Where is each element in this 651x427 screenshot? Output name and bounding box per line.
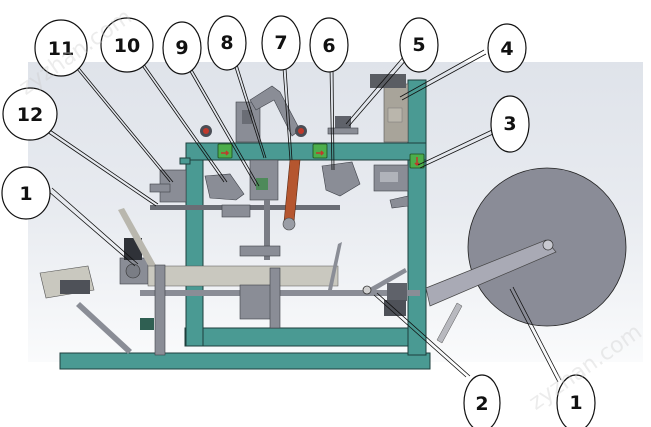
callout-label: 8 xyxy=(220,32,233,54)
leader-9 xyxy=(187,67,260,187)
callout-label: 6 xyxy=(322,35,335,57)
green-motor xyxy=(140,318,154,330)
leader-7 xyxy=(282,67,293,161)
callout-12: 12 xyxy=(2,87,58,141)
center-column xyxy=(264,200,270,260)
callout-1-left: 1 xyxy=(1,166,51,220)
top-motor xyxy=(335,116,351,130)
tension-arm xyxy=(366,268,407,294)
leader-10 xyxy=(137,59,228,183)
gearbox-window xyxy=(242,110,252,124)
left-motor xyxy=(60,280,90,294)
lower-assembly xyxy=(39,208,420,356)
callout-10: 10 xyxy=(100,17,154,73)
crossbeam-end xyxy=(179,157,191,165)
callout-label: 1 xyxy=(569,392,582,414)
leader-6 xyxy=(329,67,335,171)
callout-8: 8 xyxy=(207,15,247,71)
upper-mechanism xyxy=(200,74,409,143)
leader-5 xyxy=(345,55,408,127)
leader-3 xyxy=(417,129,494,169)
lower-strut xyxy=(76,302,132,354)
reel-arm xyxy=(425,239,557,307)
callout-9: 9 xyxy=(162,21,202,75)
leader-4 xyxy=(399,49,487,101)
direction-marker-2 xyxy=(312,143,328,159)
tension-arm-pivot xyxy=(362,285,372,295)
callout-label: 3 xyxy=(503,113,516,135)
leader-1b xyxy=(509,286,562,383)
gear-motor xyxy=(387,283,407,301)
conveyor-bed xyxy=(147,265,339,287)
left-clamp-mechanism xyxy=(204,173,245,201)
leader-lines xyxy=(46,49,562,383)
callout-label: 4 xyxy=(500,38,513,60)
right-clamp-mechanism xyxy=(321,161,361,197)
leader-8 xyxy=(231,57,267,159)
callout-7: 7 xyxy=(261,15,301,71)
drive-belt xyxy=(283,159,301,223)
callout-label: 1 xyxy=(19,183,32,205)
unwind-assembly xyxy=(362,167,627,344)
callout-5: 5 xyxy=(399,17,439,73)
leader-1a xyxy=(47,187,139,267)
callout-label: 11 xyxy=(48,38,74,60)
callout-11: 11 xyxy=(34,19,88,77)
leader-11 xyxy=(71,62,174,183)
callout-1-right: 1 xyxy=(556,374,596,427)
callout-2: 2 xyxy=(463,374,501,427)
base-beam-bottom xyxy=(59,352,431,370)
frame-column-left xyxy=(185,145,204,347)
callout-label: 2 xyxy=(475,393,488,415)
callout-6: 6 xyxy=(309,17,349,73)
tilted-rod xyxy=(118,208,162,280)
leader-12 xyxy=(46,129,159,207)
pneumatic-cylinder xyxy=(436,302,463,344)
base-beam-upper xyxy=(184,327,426,347)
direction-marker-1 xyxy=(217,143,233,159)
leader-2 xyxy=(373,292,471,378)
callout-4: 4 xyxy=(487,23,527,73)
callout-label: 5 xyxy=(412,34,425,56)
mid-mechanism xyxy=(149,159,409,260)
direction-markers xyxy=(217,143,425,169)
callouts: 1 1 2 3 4 5 6 xyxy=(1,15,596,427)
frame-column-right xyxy=(407,79,427,356)
top-crossbeam xyxy=(185,142,427,161)
callout-label: 7 xyxy=(274,32,287,54)
direction-marker-3 xyxy=(409,153,425,169)
callout-3: 3 xyxy=(490,95,530,153)
callout-label: 9 xyxy=(175,37,188,59)
callout-label: 12 xyxy=(17,104,43,126)
callout-label: 10 xyxy=(114,35,140,57)
